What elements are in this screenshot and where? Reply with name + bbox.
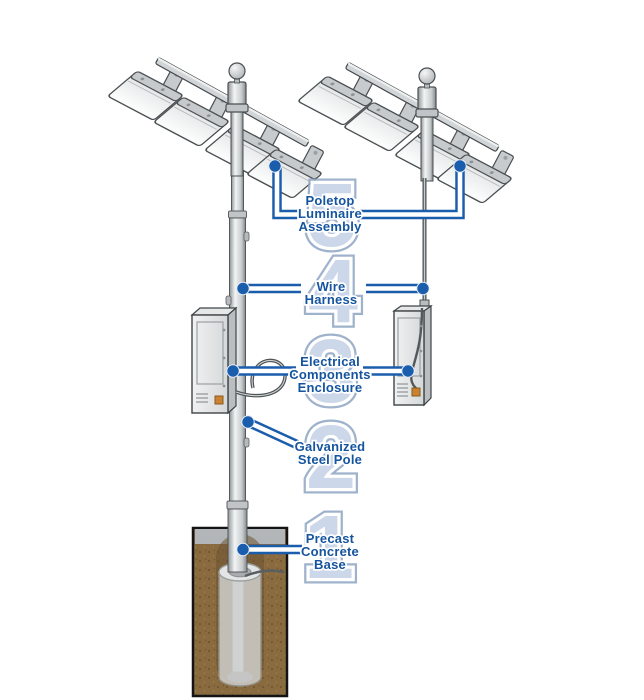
callout-dot-5-left bbox=[268, 159, 282, 173]
svg-text:5: 5 bbox=[307, 166, 357, 266]
internal-wire bbox=[410, 307, 424, 389]
numeral-4: 4 4 bbox=[302, 237, 363, 348]
pole-joint-collar bbox=[228, 210, 247, 219]
enclosure-component bbox=[214, 395, 224, 405]
svg-text:4: 4 bbox=[308, 242, 358, 342]
callout-dot-3-right bbox=[401, 364, 415, 378]
callout-dot-5-right bbox=[453, 159, 467, 173]
cable-loop bbox=[235, 358, 287, 398]
pole-joint-collar bbox=[226, 500, 249, 510]
svg-text:Galvanized: Galvanized bbox=[295, 439, 366, 454]
svg-text:Harness: Harness bbox=[305, 292, 358, 307]
svg-text:Assembly: Assembly bbox=[298, 219, 362, 234]
svg-text:Electrical: Electrical bbox=[300, 354, 360, 369]
svg-text:3: 3 bbox=[306, 322, 356, 422]
svg-text:4: 4 bbox=[308, 242, 358, 342]
svg-text:Base: Base bbox=[314, 557, 346, 572]
callout-dot-2 bbox=[241, 415, 255, 429]
label-poletop-luminaire-assembly: Poletop Luminaire Assembly bbox=[296, 191, 363, 235]
svg-text:Precast: Precast bbox=[306, 531, 355, 546]
electrical-components-enclosure-left bbox=[190, 306, 238, 415]
svg-text:1: 1 bbox=[304, 498, 354, 598]
svg-text:Concrete: Concrete bbox=[301, 544, 359, 559]
callout-lines bbox=[226, 159, 467, 557]
svg-text:1: 1 bbox=[304, 498, 354, 598]
svg-text:Steel Pole: Steel Pole bbox=[298, 452, 362, 467]
precast-concrete-base bbox=[218, 562, 262, 687]
poletop-luminaire-assembly-left bbox=[108, 47, 332, 206]
svg-text:2: 2 bbox=[306, 408, 356, 508]
label-precast-concrete-base: Precast Concrete Base bbox=[299, 529, 360, 573]
callout-dot-1 bbox=[236, 542, 250, 557]
svg-text:Luminaire: Luminaire bbox=[298, 206, 362, 221]
numeral-5: 5 5 bbox=[301, 161, 362, 272]
callout-dot-4-left bbox=[236, 281, 250, 296]
svg-text:Components: Components bbox=[289, 367, 370, 382]
label-galvanized-steel-pole: Galvanized Steel Pole bbox=[293, 437, 367, 468]
svg-text:5: 5 bbox=[307, 166, 357, 266]
label-wire-harness: Wire Harness bbox=[303, 277, 359, 308]
svg-text:3: 3 bbox=[306, 322, 356, 422]
numeral-2: 2 2 bbox=[300, 403, 361, 514]
enclosure-door bbox=[196, 321, 224, 385]
svg-text:Poletop: Poletop bbox=[305, 193, 354, 208]
svg-text:Enclosure: Enclosure bbox=[298, 380, 363, 395]
ground-conduit-wire bbox=[244, 569, 285, 578]
callout-dot-4-right bbox=[416, 281, 430, 296]
callout-dot-3-left bbox=[226, 364, 240, 378]
enclosure-component bbox=[411, 387, 421, 397]
numeral-3: 3 3 bbox=[300, 317, 361, 428]
svg-text:Wire: Wire bbox=[317, 279, 346, 294]
electrical-components-enclosure-right bbox=[392, 304, 433, 407]
svg-text:2: 2 bbox=[306, 408, 356, 508]
label-electrical-components-enclosure: Electrical Components Enclosure bbox=[288, 352, 373, 396]
numeral-1: 1 1 bbox=[298, 493, 359, 604]
